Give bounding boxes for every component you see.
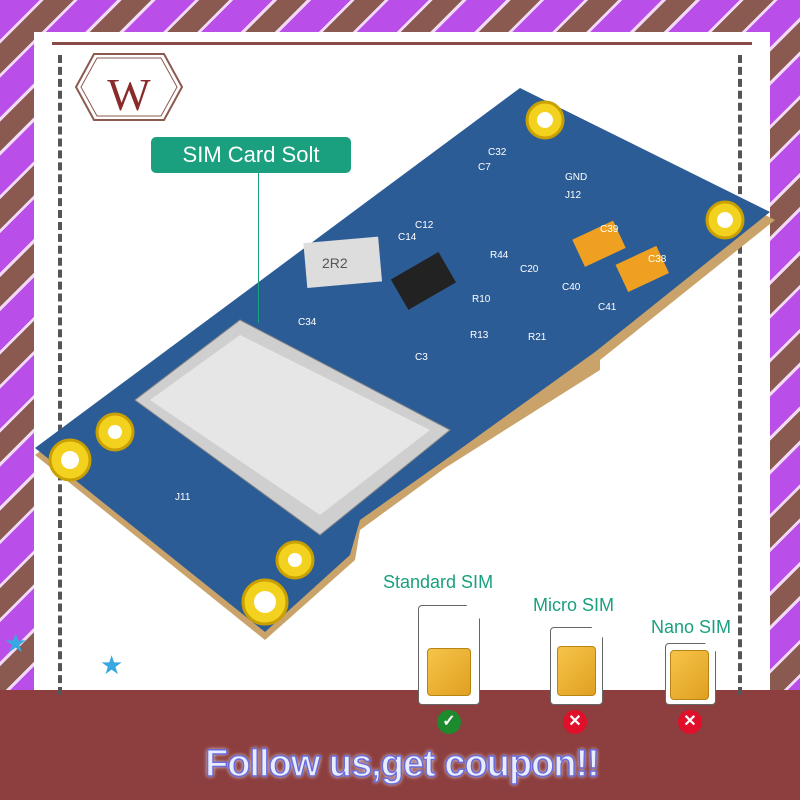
svg-text:C39: C39: [600, 224, 619, 235]
svg-text:C14: C14: [398, 232, 417, 243]
svg-text:C20: C20: [520, 264, 539, 275]
svg-text:C12: C12: [415, 220, 434, 231]
svg-text:C32: C32: [488, 147, 507, 158]
svg-text:R21: R21: [528, 332, 547, 343]
micro-sim-label: Micro SIM: [533, 595, 614, 615]
svg-text:C40: C40: [562, 282, 581, 293]
star-icon: ★: [4, 628, 28, 658]
svg-text:C41: C41: [598, 302, 617, 313]
svg-text:C3: C3: [415, 352, 428, 363]
svg-text:J11: J11: [175, 492, 191, 503]
svg-text:C38: C38: [648, 254, 667, 265]
svg-text:J12: J12: [565, 190, 582, 201]
dashed-border-right: [738, 55, 742, 695]
svg-text:C34: C34: [298, 317, 317, 328]
sim-chip-icon: [557, 646, 596, 696]
svg-text:R44: R44: [490, 250, 509, 261]
standard-sim-label: Standard SIM: [383, 572, 494, 592]
follow-banner: Follow us,get coupon!!: [204, 743, 600, 785]
svg-text:R13: R13: [470, 330, 489, 341]
ic-chip: [390, 252, 456, 310]
nano-sim-label: Nano SIM: [651, 617, 732, 637]
x-icon: ✕: [678, 710, 702, 734]
x-icon: ✕: [563, 710, 587, 734]
star-icon: ★: [100, 650, 124, 680]
brand-logo: W: [74, 53, 184, 121]
inductor: [303, 236, 383, 288]
callout-leader-line: [258, 173, 259, 323]
pcb-board: [35, 88, 770, 632]
divider: [52, 42, 752, 45]
check-icon: ✓: [437, 710, 461, 734]
svg-text:GND: GND: [565, 172, 587, 183]
banner-background: [0, 690, 800, 800]
sim-chip-icon: [427, 648, 471, 696]
svg-text:2R2: 2R2: [322, 255, 348, 271]
svg-text:C7: C7: [478, 162, 491, 173]
sim-slot-callout: SIM Card Solt: [151, 137, 351, 173]
sim-chip-icon: [670, 650, 709, 700]
svg-text:R10: R10: [472, 294, 491, 305]
svg-text:W: W: [107, 69, 151, 120]
dashed-border-left: [58, 55, 62, 695]
